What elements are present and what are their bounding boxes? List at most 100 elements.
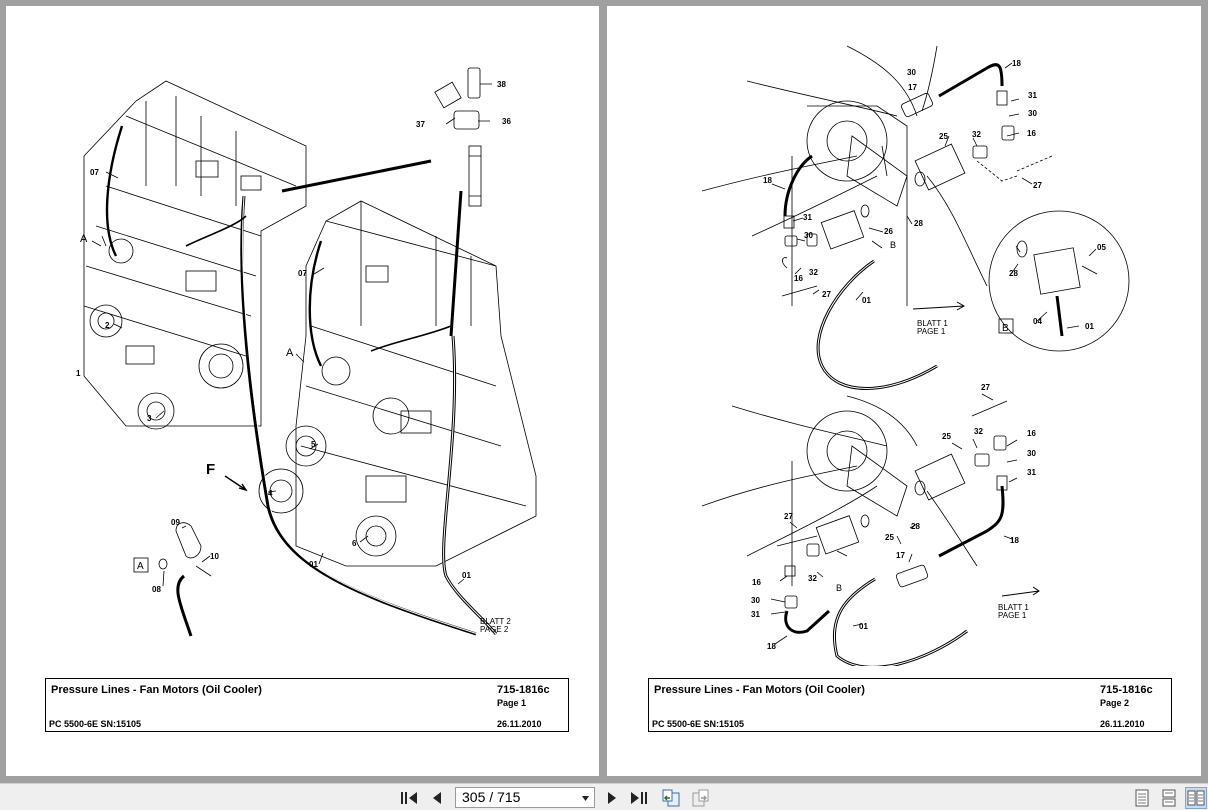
chevron-down-icon <box>582 796 589 801</box>
callout-top-18b: 18 <box>763 176 772 185</box>
next-page-button[interactable] <box>601 787 623 809</box>
title-block: Pressure Lines - Fan Motors (Oil Cooler)… <box>45 678 569 732</box>
viewer-toolbar: 305 / 715 <box>0 783 1208 810</box>
callout-detail-05: 05 <box>1097 243 1106 252</box>
drawing-number: 715-1816c <box>497 684 550 696</box>
page-1-label-bottom: PAGE 1 <box>998 611 1027 620</box>
page-2-label: PAGE 2 <box>480 625 509 634</box>
drawing-page: Page 2 <box>1100 698 1130 708</box>
callout-top-30a: 30 <box>907 68 916 77</box>
callout-top-32a: 32 <box>972 130 981 139</box>
drawing-number: 715-1816c <box>1100 684 1153 696</box>
drawing-title: Pressure Lines - Fan Motors (Oil Cooler) <box>654 684 865 696</box>
view-letter-b-bottom: B <box>836 583 842 593</box>
callout-top-01a: 01 <box>862 296 871 305</box>
callout-top-17a: 17 <box>908 83 917 92</box>
callout-bottom-31b: 31 <box>751 610 760 619</box>
callout-bottom-01: 01 <box>859 622 868 631</box>
view-letter-f: F <box>206 461 215 478</box>
callout-top-31a: 31 <box>1028 91 1037 100</box>
previous-page-icon <box>433 792 441 804</box>
drawing-title: Pressure Lines - Fan Motors (Oil Cooler) <box>51 684 262 696</box>
pdf-page-left: 07 37 38 36 07 2 1 3 5 4 6 01 01 09 10 0… <box>6 6 599 776</box>
first-page-button[interactable] <box>398 787 420 809</box>
title-block: Pressure Lines - Fan Motors (Oil Cooler)… <box>648 678 1172 732</box>
callout-bottom-16b: 16 <box>752 578 761 587</box>
two-page-view-button[interactable] <box>1185 787 1207 809</box>
callout-top-26: 26 <box>884 227 893 236</box>
callout-6: 6 <box>352 539 357 548</box>
callout-top-30b: 30 <box>1028 109 1037 118</box>
machine-model: PC 5500-6E SN:15105 <box>652 719 745 729</box>
two-page-view-icon <box>1187 790 1205 806</box>
callout-07b: 07 <box>298 269 307 278</box>
parts-drawing-page-1: 07 37 38 36 07 2 1 3 5 4 6 01 01 09 10 0… <box>76 67 537 637</box>
callout-37: 37 <box>416 120 425 129</box>
callout-01a: 01 <box>309 560 318 569</box>
continuous-view-icon <box>1162 789 1176 807</box>
callout-top-16a: 16 <box>1027 129 1036 138</box>
detail-label-b: B <box>1002 323 1009 334</box>
go-forward-view-button[interactable] <box>690 787 712 809</box>
previous-page-button[interactable] <box>426 787 448 809</box>
view-letter-b-top: B <box>890 240 896 250</box>
callout-bottom-30a: 30 <box>1027 449 1036 458</box>
callout-bottom-30b: 30 <box>751 596 760 605</box>
callout-bottom-31a: 31 <box>1027 468 1036 477</box>
callout-bottom-17: 17 <box>896 551 905 560</box>
callout-1: 1 <box>76 369 81 378</box>
callout-4: 4 <box>268 489 273 498</box>
last-page-icon <box>631 792 647 804</box>
callout-bottom-27a: 27 <box>981 383 990 392</box>
callout-bottom-28: 28 <box>911 522 920 531</box>
go-back-view-button[interactable] <box>660 787 682 809</box>
callout-36: 36 <box>502 117 511 126</box>
callout-07a: 07 <box>90 168 99 177</box>
single-page-view-button[interactable] <box>1131 787 1153 809</box>
callout-top-16b: 16 <box>794 274 803 283</box>
callout-top-31b: 31 <box>803 213 812 222</box>
detail-label-a: A <box>137 561 144 572</box>
callout-top-25a: 25 <box>939 132 948 141</box>
drawing-date: 26.11.2010 <box>1100 719 1145 729</box>
continuous-view-button[interactable] <box>1158 787 1180 809</box>
callout-10: 10 <box>210 552 219 561</box>
callout-top-27b: 27 <box>822 290 831 299</box>
go-back-view-icon <box>662 789 680 807</box>
single-page-view-icon <box>1135 789 1149 807</box>
callout-bottom-32b: 32 <box>808 574 817 583</box>
drawing-date: 26.11.2010 <box>497 719 542 729</box>
view-letter-a-2: A <box>286 347 294 359</box>
callout-bottom-16a: 16 <box>1027 429 1036 438</box>
callout-38: 38 <box>497 80 506 89</box>
last-page-button[interactable] <box>628 787 650 809</box>
callout-bottom-18a: 18 <box>1010 536 1019 545</box>
callout-bottom-27b: 27 <box>784 512 793 521</box>
page-indicator: 305 / 715 <box>462 789 521 805</box>
callout-top-27a: 27 <box>1033 181 1042 190</box>
page-1-label-top: PAGE 1 <box>917 327 946 336</box>
view-letter-a-1: A <box>80 233 88 245</box>
callout-bottom-25a: 25 <box>942 432 951 441</box>
callout-01b: 01 <box>462 571 471 580</box>
callout-bottom-25b: 25 <box>885 533 894 542</box>
callout-2: 2 <box>105 321 110 330</box>
callout-top-32b: 32 <box>809 268 818 277</box>
drawing-page: Page 1 <box>497 698 527 708</box>
callout-08: 08 <box>152 585 161 594</box>
machine-model: PC 5500-6E SN:15105 <box>49 719 142 729</box>
blatt-2-label: BLATT 2 <box>480 617 511 626</box>
page-number-dropdown[interactable]: 305 / 715 <box>455 787 595 808</box>
parts-drawing-page-2: 18 30 17 31 30 16 25 32 27 18 31 30 26 2… <box>701 45 1130 666</box>
first-page-icon <box>401 792 417 804</box>
callout-detail-28: 28 <box>1009 269 1018 278</box>
callout-top-28a: 28 <box>914 219 923 228</box>
next-page-icon <box>608 792 616 804</box>
pdf-page-right: 18 30 17 31 30 16 25 32 27 18 31 30 26 2… <box>607 6 1201 776</box>
blatt-1-label-top: BLATT 1 <box>917 319 948 328</box>
callout-bottom-18b: 18 <box>767 642 776 651</box>
callout-detail-01: 01 <box>1085 322 1094 331</box>
callout-09: 09 <box>171 518 180 527</box>
callout-5: 5 <box>311 440 316 449</box>
callout-bottom-32a: 32 <box>974 427 983 436</box>
